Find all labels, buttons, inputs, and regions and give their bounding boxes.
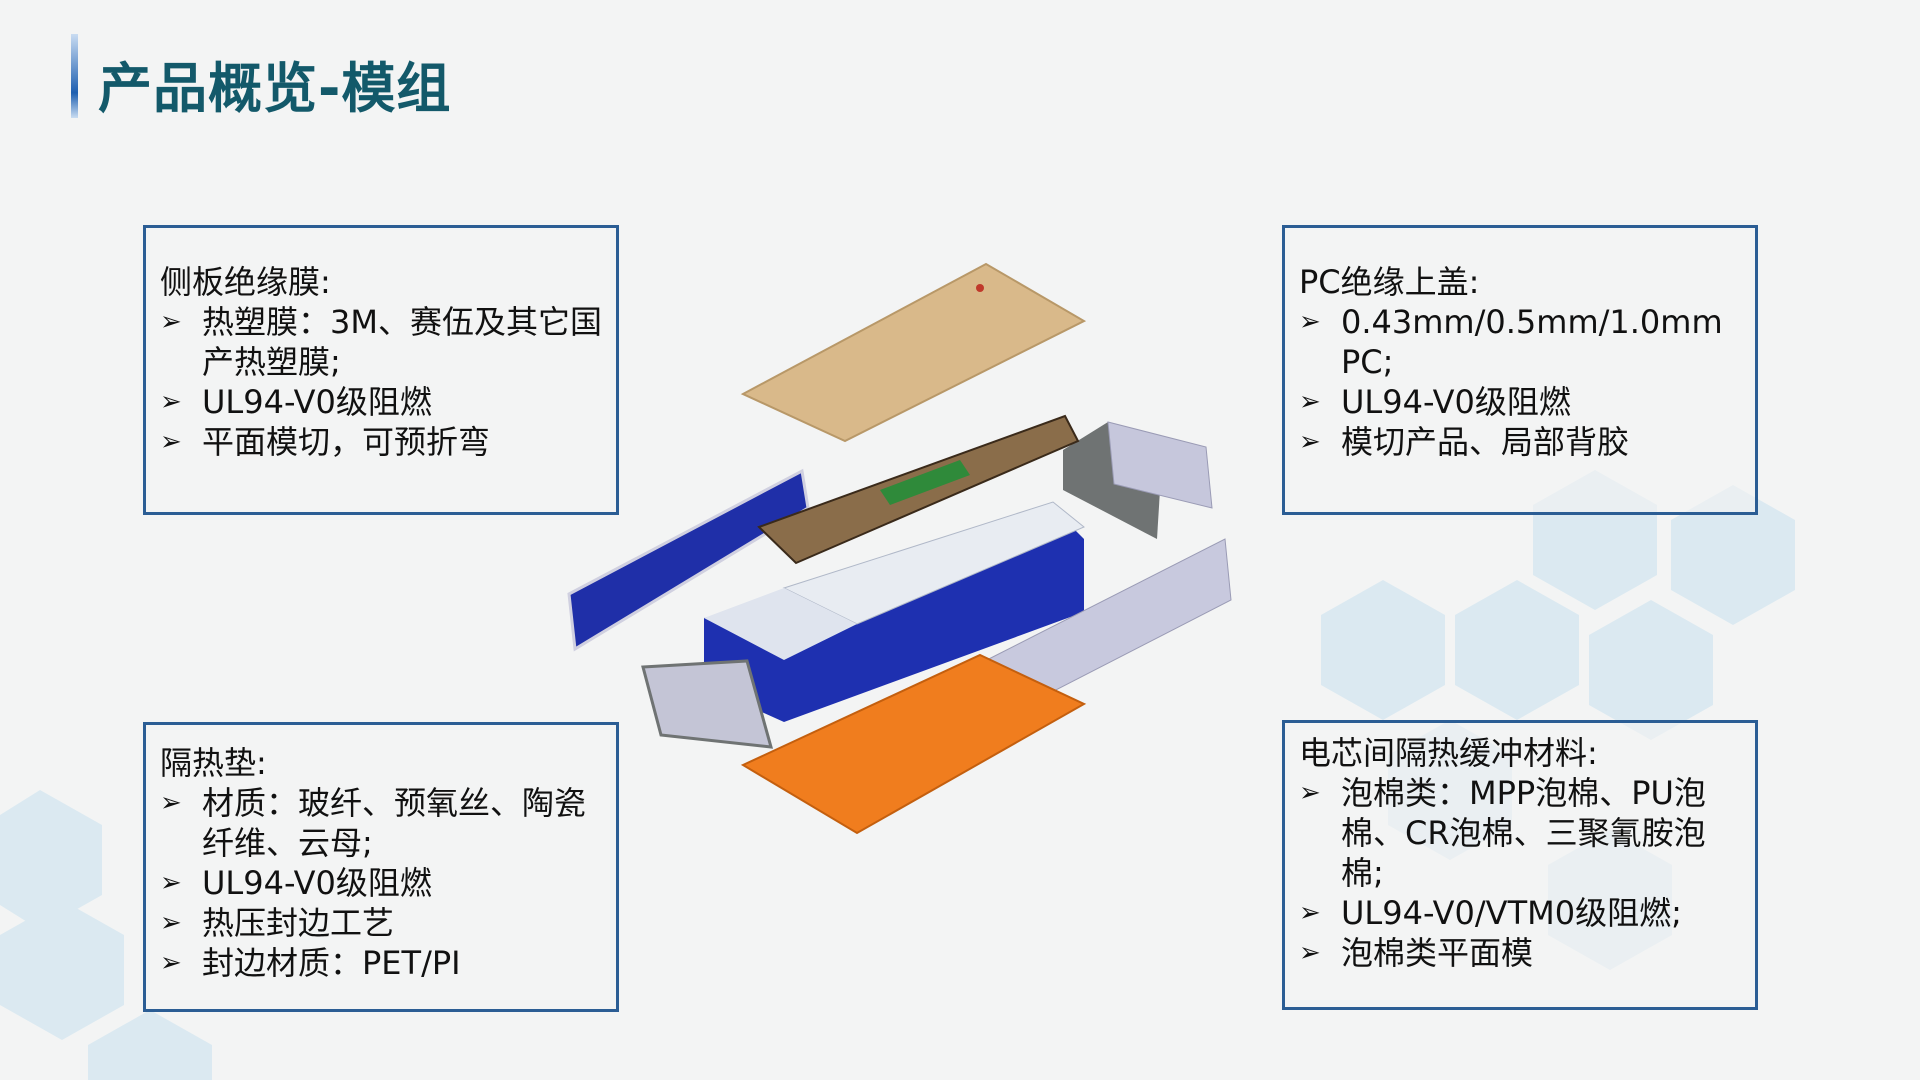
title-accent-bar (71, 34, 78, 118)
list-item: ➢泡棉类：MPP泡棉、PU泡棉、CR泡棉、三聚氰胺泡棉; (1299, 774, 1706, 892)
arrow-bullet-icon: ➢ (1299, 778, 1321, 808)
cell-buffer-box: 电芯间隔热缓冲材料: ➢泡棉类：MPP泡棉、PU泡棉、CR泡棉、三聚氰胺泡棉; … (1282, 720, 1758, 1010)
hexagon (1455, 580, 1579, 720)
arrow-bullet-icon: ➢ (1299, 938, 1321, 968)
arrow-bullet-icon: ➢ (160, 307, 182, 337)
cell-block (704, 520, 1084, 722)
list-item: ➢UL94-V0级阻燃 (1299, 383, 1571, 421)
arrow-bullet-icon: ➢ (160, 868, 182, 898)
left-end-plate (641, 659, 774, 749)
right-side-plate-upper (1107, 421, 1213, 509)
page-title: 产品概览-模组 (98, 57, 452, 120)
arrow-bullet-icon: ➢ (1299, 387, 1321, 417)
list-item: ➢热压封边工艺 (160, 904, 395, 942)
cell-tops (782, 501, 1085, 625)
list-item: ➢封边材质：PET/PI (160, 944, 461, 982)
list-item: ➢UL94-V0/VTM0级阻燃; (1299, 894, 1682, 932)
pc-top-cover (740, 262, 1087, 443)
arrow-bullet-icon: ➢ (160, 788, 182, 818)
pc-cover-box: PC绝缘上盖: ➢0.43mm/0.5mm/1.0mm PC; ➢UL94-V0… (1282, 225, 1758, 515)
list-item: ➢UL94-V0级阻燃 (160, 383, 432, 421)
box-heading: 隔热垫: (160, 744, 267, 782)
arrow-bullet-icon: ➢ (160, 908, 182, 938)
list-item: ➢泡棉类平面模 (1299, 934, 1534, 972)
arrow-bullet-icon: ➢ (160, 387, 182, 417)
list-item: ➢材质：玻纤、预氧丝、陶瓷纤维、云母; (160, 784, 587, 862)
hexagon (1589, 600, 1713, 740)
box-heading: 电芯间隔热缓冲材料: (1299, 734, 1598, 772)
side-film-box: 侧板绝缘膜: ➢热塑膜：3M、赛伍及其它国产热塑膜; ➢UL94-V0级阻燃 ➢… (143, 225, 619, 515)
hexagon (1321, 580, 1445, 720)
left-side-film (567, 468, 810, 652)
hexagon (0, 790, 102, 930)
hexagon (0, 900, 124, 1040)
pcb-green (880, 460, 970, 505)
list-item: ➢模切产品、局部背胶 (1299, 423, 1630, 461)
cell-insulation-pads (704, 588, 857, 660)
hexagon (1671, 485, 1795, 625)
box-heading: PC绝缘上盖: (1299, 263, 1480, 301)
arrow-bullet-icon: ➢ (160, 427, 182, 457)
heat-pad-box: 隔热垫: ➢材质：玻纤、预氧丝、陶瓷纤维、云母; ➢UL94-V0级阻燃 ➢热压… (143, 722, 619, 1012)
list-item: ➢0.43mm/0.5mm/1.0mm PC; (1299, 303, 1723, 381)
arrow-bullet-icon: ➢ (1299, 427, 1321, 457)
arrow-bullet-icon: ➢ (1299, 307, 1321, 337)
arrow-bullet-icon: ➢ (160, 948, 182, 978)
box-heading: 侧板绝缘膜: (160, 263, 331, 301)
list-item: ➢平面模切，可预折弯 (160, 423, 491, 461)
list-item: ➢热塑膜：3M、赛伍及其它国产热塑膜; (160, 303, 602, 381)
arrow-bullet-icon: ➢ (1299, 898, 1321, 928)
heat-insulation-pad (740, 653, 1087, 835)
cover-mark (976, 284, 984, 292)
hexagon (88, 1010, 212, 1080)
list-item: ➢UL94-V0级阻燃 (160, 864, 432, 902)
